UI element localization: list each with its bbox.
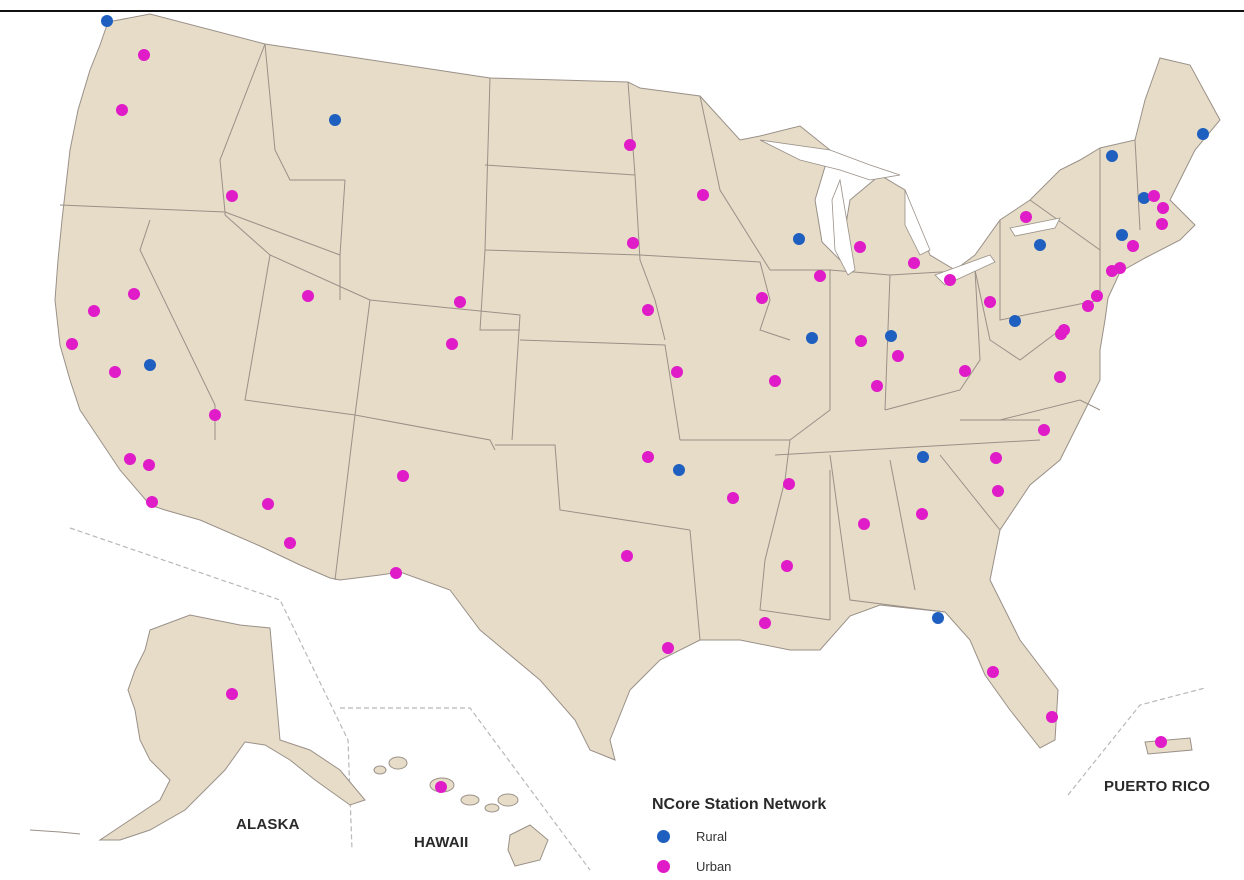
urban-station-marker — [621, 550, 633, 562]
urban-station-marker — [855, 335, 867, 347]
hawaii-label: HAWAII — [414, 834, 469, 851]
urban-station-marker — [871, 380, 883, 392]
urban-station-marker — [226, 190, 238, 202]
urban-station-marker — [1054, 371, 1066, 383]
urban-station-marker — [143, 459, 155, 471]
urban-station-marker — [783, 478, 795, 490]
urban-station-marker — [446, 338, 458, 350]
urban-station-marker — [1046, 711, 1058, 723]
urban-station-marker — [959, 365, 971, 377]
urban-station-marker — [984, 296, 996, 308]
rural-station-marker — [932, 612, 944, 624]
urban-station-marker — [727, 492, 739, 504]
urban-station-marker — [858, 518, 870, 530]
urban-station-marker — [138, 49, 150, 61]
urban-station-marker — [854, 241, 866, 253]
urban-station-marker — [124, 453, 136, 465]
urban-station-marker — [390, 567, 402, 579]
urban-station-marker — [642, 304, 654, 316]
urban-dot-icon — [657, 859, 670, 873]
legend-label-rural: Rural — [696, 828, 728, 844]
urban-station-marker — [262, 498, 274, 510]
urban-station-marker — [1082, 300, 1094, 312]
urban-station-marker — [944, 274, 956, 286]
rural-station-marker — [1106, 150, 1118, 162]
urban-station-marker — [662, 642, 674, 654]
urban-station-marker — [990, 452, 1002, 464]
rural-station-marker — [917, 451, 929, 463]
urban-station-marker — [435, 781, 447, 793]
legend-label-urban: Urban — [696, 858, 732, 874]
urban-station-marker — [454, 296, 466, 308]
urban-station-marker — [759, 617, 771, 629]
rural-station-marker — [806, 332, 818, 344]
urban-station-marker — [908, 257, 920, 269]
urban-station-marker — [671, 366, 683, 378]
urban-station-marker — [769, 375, 781, 387]
urban-station-marker — [1038, 424, 1050, 436]
urban-station-marker — [916, 508, 928, 520]
legend-title: NCore Station Network — [652, 796, 827, 813]
urban-station-marker — [284, 537, 296, 549]
legend-item-rural: Rural — [652, 828, 892, 844]
urban-station-marker — [1114, 262, 1126, 274]
urban-station-marker — [397, 470, 409, 482]
rural-station-marker — [101, 15, 113, 27]
alaska-label: ALASKA — [236, 816, 300, 833]
urban-station-marker — [1155, 736, 1167, 748]
urban-station-marker — [756, 292, 768, 304]
station-markers — [66, 15, 1209, 793]
urban-station-marker — [109, 366, 121, 378]
rural-station-marker — [793, 233, 805, 245]
urban-station-marker — [1091, 290, 1103, 302]
urban-station-marker — [987, 666, 999, 678]
urban-station-marker — [892, 350, 904, 362]
rural-station-marker — [1034, 239, 1046, 251]
rural-station-marker — [1197, 128, 1209, 140]
urban-station-marker — [697, 189, 709, 201]
legend-item-urban: Urban — [652, 858, 892, 874]
urban-station-marker — [116, 104, 128, 116]
urban-station-marker — [781, 560, 793, 572]
urban-station-marker — [1156, 218, 1168, 230]
urban-station-marker — [1058, 324, 1070, 336]
rural-station-marker — [1116, 229, 1128, 241]
puerto-rico-label: PUERTO RICO — [1104, 778, 1211, 795]
urban-station-marker — [814, 270, 826, 282]
urban-station-marker — [146, 496, 158, 508]
urban-station-marker — [302, 290, 314, 302]
rural-station-marker — [1009, 315, 1021, 327]
urban-station-marker — [1020, 211, 1032, 223]
rural-station-marker — [673, 464, 685, 476]
urban-station-marker — [642, 451, 654, 463]
puerto-rico-shape — [1144, 737, 1193, 755]
urban-station-marker — [66, 338, 78, 350]
legend: NCore Station Network Rural Urban — [652, 796, 892, 874]
urban-station-marker — [624, 139, 636, 151]
urban-station-marker — [88, 305, 100, 317]
urban-station-marker — [1148, 190, 1160, 202]
urban-station-marker — [209, 409, 221, 421]
urban-station-marker — [992, 485, 1004, 497]
urban-station-marker — [1157, 202, 1169, 214]
alaska-shape — [29, 614, 366, 841]
rural-station-marker — [1138, 192, 1150, 204]
urban-station-marker — [1127, 240, 1139, 252]
rural-station-marker — [144, 359, 156, 371]
urban-station-marker — [627, 237, 639, 249]
urban-station-marker — [226, 688, 238, 700]
rural-station-marker — [885, 330, 897, 342]
state-borders — [59, 43, 1141, 641]
rural-station-marker — [329, 114, 341, 126]
rural-dot-icon — [657, 829, 670, 843]
top-rule — [0, 10, 1244, 12]
urban-station-marker — [128, 288, 140, 300]
